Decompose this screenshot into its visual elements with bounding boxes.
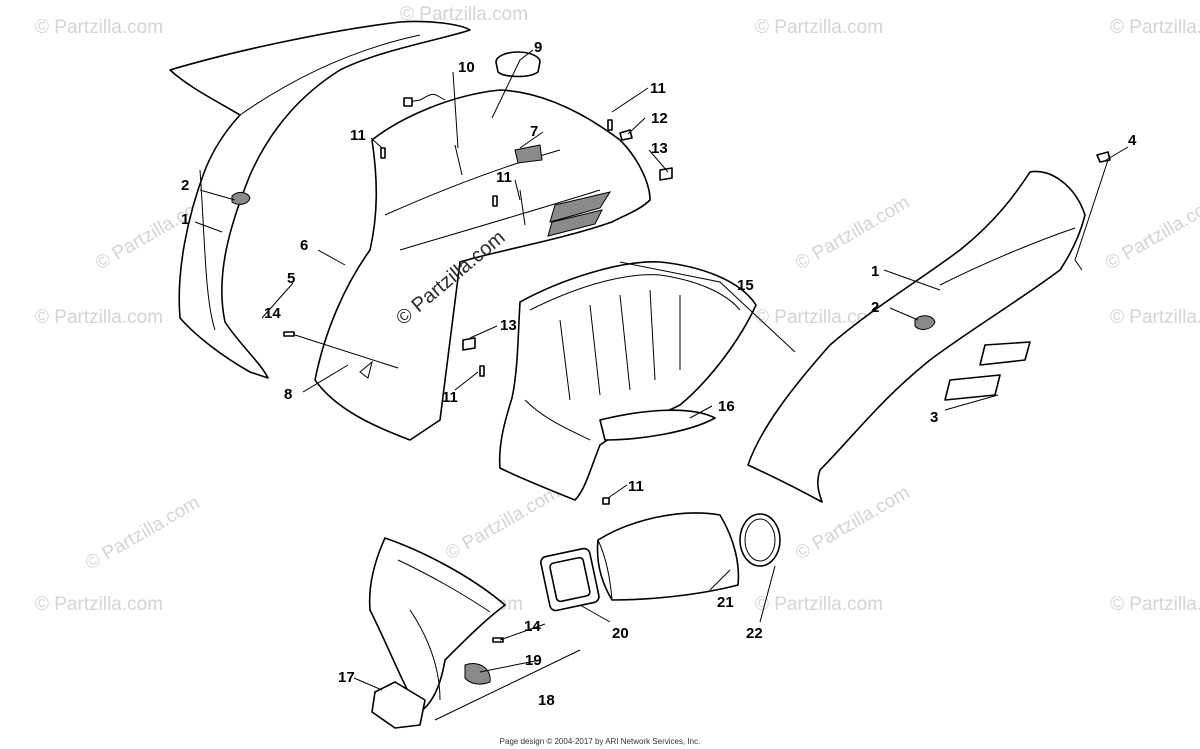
part-7-cap (514, 144, 543, 164)
callout-11: 11 (650, 80, 666, 97)
part-18-lower-shroud (368, 537, 506, 713)
callout-8: 8 (284, 386, 292, 403)
callout-11: 11 (496, 169, 512, 186)
callout-11: 11 (442, 389, 458, 406)
callout-1: 1 (871, 263, 879, 280)
part-17-bracket (371, 681, 426, 729)
callout-4: 4 (1128, 132, 1137, 149)
watermark: © Partzilla.com (35, 594, 163, 615)
watermark: © Partzilla.com (755, 17, 883, 38)
callout-6: 6 (300, 237, 308, 254)
callout-11: 11 (350, 127, 366, 144)
callout-1: 1 (181, 211, 189, 228)
callout-17: 17 (338, 669, 355, 686)
part-16-liner (599, 409, 716, 441)
watermark: © Partzilla.com (442, 482, 563, 564)
watermark: © Partzilla.com (792, 192, 913, 274)
page-footer: Page design © 2004-2017 by ARI Network S… (499, 737, 701, 746)
watermark: © Partzilla.com (82, 492, 203, 574)
watermark: © Partzilla.com (1102, 192, 1200, 274)
part-3-decal (979, 341, 1031, 366)
part-22-hose-clamp (739, 513, 781, 567)
callout-22: 22 (746, 625, 763, 642)
callout-14: 14 (524, 618, 541, 635)
part-1-right-side-panel (747, 151, 1111, 503)
watermark: © Partzilla.com (1110, 594, 1200, 615)
callout-13: 13 (651, 140, 668, 157)
part-13-nut (659, 167, 673, 181)
part-2-grommet (231, 191, 251, 205)
callout-3: 3 (930, 409, 938, 426)
callout-2: 2 (181, 177, 189, 194)
callout-10: 10 (458, 59, 475, 76)
callout-18: 18 (538, 692, 555, 709)
callout-19: 19 (525, 652, 542, 669)
part-21-intake-duct (596, 512, 740, 601)
callout-9: 9 (534, 39, 542, 56)
watermark: © Partzilla.com (755, 594, 883, 615)
watermark: © Partzilla.com (1110, 307, 1200, 328)
watermark: © Partzilla.com (400, 4, 528, 25)
part-19-reflector (464, 663, 491, 685)
callout-11: 11 (628, 478, 644, 495)
callout-15: 15 (737, 277, 754, 294)
part-15-storage-tub (498, 261, 757, 501)
leader-lines (194, 49, 1129, 721)
watermark: © Partzilla.com (35, 17, 163, 38)
watermark: © Partzilla.com (35, 307, 163, 328)
fasteners (283, 119, 673, 643)
callout-5: 5 (287, 270, 295, 287)
watermark: © Partzilla.com (755, 307, 883, 328)
callout-13: 13 (500, 317, 517, 334)
part-9-grommet (495, 51, 541, 78)
part-10-wire-harness (403, 93, 446, 107)
part-20-gasket (540, 547, 600, 612)
callout-7: 7 (530, 123, 538, 140)
callout-labels: 2 1 6 5 14 8 11 10 9 7 11 11 12 13 13 11… (181, 39, 1137, 709)
callout-21: 21 (717, 594, 734, 611)
callout-20: 20 (612, 625, 629, 642)
callout-14: 14 (264, 305, 281, 322)
watermark: © Partzilla.com (1110, 17, 1200, 38)
callout-16: 16 (718, 398, 735, 415)
part-1-left-side-panel (169, 20, 471, 379)
callout-12: 12 (651, 110, 668, 127)
part-6-front-hood (314, 89, 651, 441)
part-13-nut (462, 337, 476, 351)
callout-2: 2 (871, 299, 879, 316)
part-2-grommet (914, 315, 936, 330)
